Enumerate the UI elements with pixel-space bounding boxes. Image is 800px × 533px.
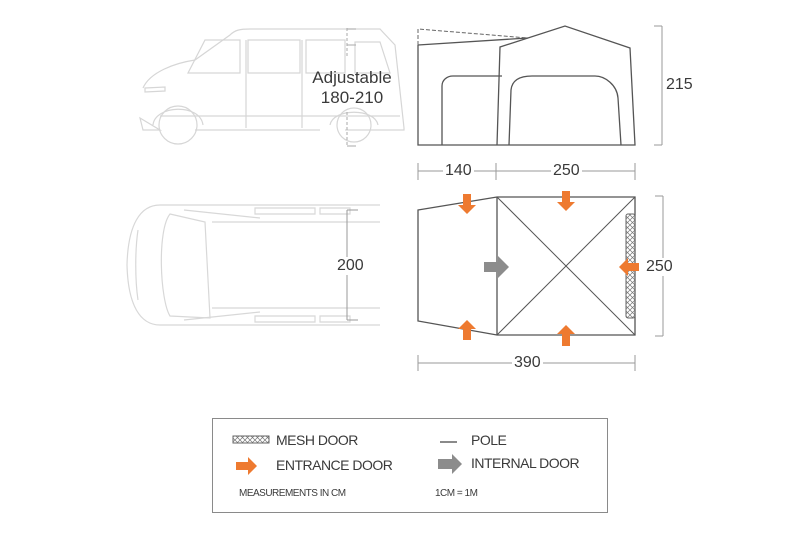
adjustable-range: 180-210 xyxy=(320,88,384,107)
entrance-arrow-icon xyxy=(458,194,476,214)
entrance-arrow-icon xyxy=(557,191,575,211)
internal-door-legend-icon xyxy=(438,454,462,474)
tent-side-view xyxy=(417,25,636,146)
van-top-view xyxy=(126,204,380,326)
pole xyxy=(496,196,636,336)
tent-height-label: 215 xyxy=(666,76,693,94)
tent-floorplan xyxy=(417,196,636,336)
room-width-label: 250 xyxy=(551,162,582,180)
entrance-arrow-icon xyxy=(557,325,575,346)
legend-measurements: MEASUREMENTS IN CM xyxy=(239,488,346,499)
total-width-label: 390 xyxy=(512,354,543,372)
legend-entrance-door: ENTRANCE DOOR xyxy=(276,457,393,473)
roof-extension-dashed xyxy=(417,28,529,45)
entrance-arrow-icon xyxy=(619,258,639,276)
legend-scale: 1CM = 1M xyxy=(435,488,478,499)
legend-pole: POLE xyxy=(471,432,507,448)
legend-mesh-door: MESH DOOR xyxy=(276,432,358,448)
internal-door-arrow-icon xyxy=(484,256,509,278)
entrance-arrow-icon xyxy=(458,320,476,340)
tent-depth-label: 250 xyxy=(646,258,673,276)
entrance-door-legend-icon xyxy=(236,457,257,475)
adjustable-label: Adjustable 180-210 xyxy=(302,68,402,108)
height-dimension-line xyxy=(654,25,663,146)
mesh-door-legend-icon xyxy=(232,435,270,444)
canopy-width-label: 140 xyxy=(443,162,474,180)
van-side-view xyxy=(139,28,405,145)
legend-box xyxy=(212,418,608,513)
adjustable-height-marker xyxy=(346,28,356,147)
adjustable-text: Adjustable xyxy=(312,68,392,87)
legend-internal-door: INTERNAL DOOR xyxy=(471,455,580,471)
van-width-label: 200 xyxy=(337,257,364,275)
entrance-door-arrows xyxy=(458,191,639,346)
